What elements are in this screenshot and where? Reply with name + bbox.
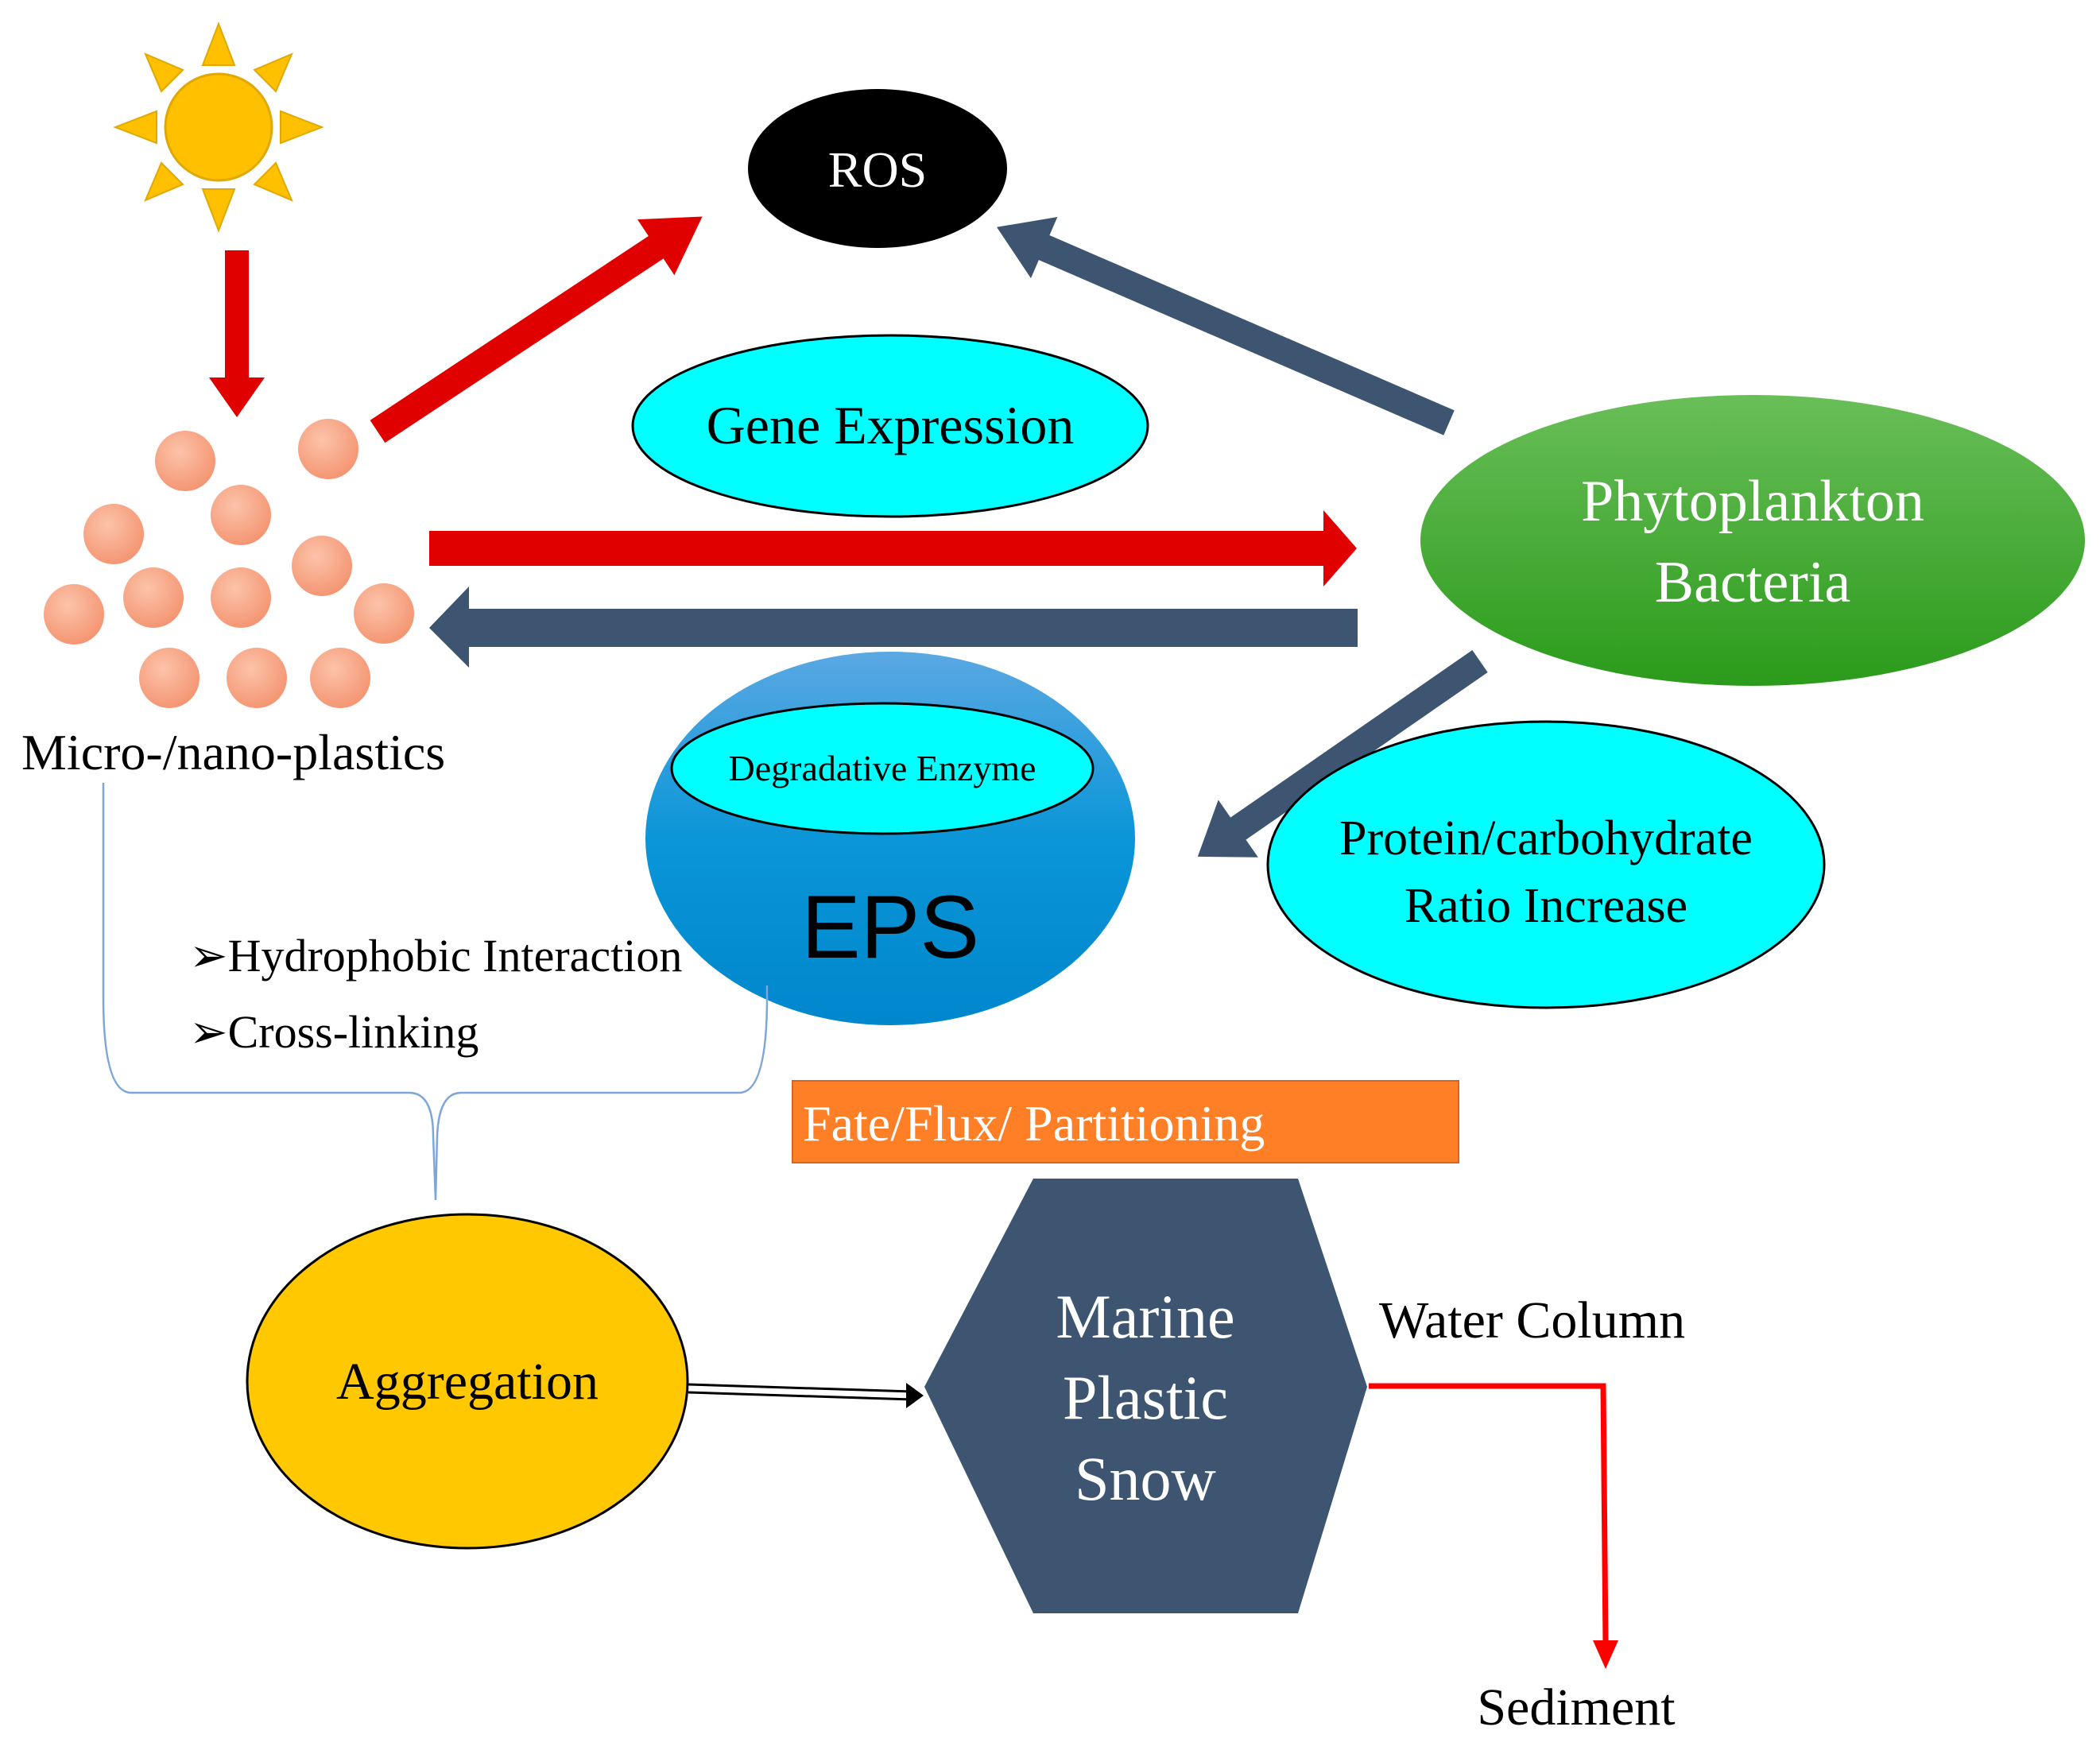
plastic-particle [44, 584, 104, 645]
plastic-particle [211, 567, 271, 628]
protein-ratio-label-line2: Ratio Increase [1405, 879, 1687, 933]
eps-label: EPS [801, 877, 979, 977]
plastic-particles [44, 419, 414, 708]
sediment-label: Sediment [1477, 1678, 1675, 1736]
plastic-particle [155, 431, 215, 491]
plastic-particle [354, 583, 414, 644]
phytoplankton-label: Phytoplankton [1581, 469, 1924, 534]
snow-label-line2: Plastic [1063, 1363, 1228, 1432]
gene-expression-label: Gene Expression [707, 395, 1075, 455]
organisms-to-eps-arrow [1197, 650, 1488, 858]
water-column-label: Water Column [1379, 1291, 1685, 1349]
snow-label-line1: Marine [1056, 1282, 1234, 1351]
plastics-label: Micro-/nano-plastics [21, 724, 445, 780]
aggregation-to-snow-arrow [688, 1383, 924, 1408]
ros-node [748, 89, 1007, 248]
mechanism-hydrophobic: ➢Hydrophobic Interaction [189, 930, 682, 981]
mechanism-cross-linking: ➢Cross-linking [189, 1006, 479, 1058]
degradative-enzyme-node [670, 702, 1095, 835]
sun-to-plastics-arrow [209, 250, 265, 417]
protein-ratio-node [1266, 720, 1826, 1009]
aggregation-label: Aggregation [336, 1353, 599, 1411]
aggregation-node [246, 1213, 689, 1550]
plastic-particle [123, 567, 184, 628]
organisms-to-ros-arrow [996, 217, 1455, 436]
organisms-node [1420, 395, 2085, 686]
degradative-enzyme-label: Degradative Enzyme [729, 748, 1036, 788]
ros-label: ROS [828, 141, 928, 198]
plastic-particle [211, 485, 271, 545]
plastic-particle [310, 648, 370, 708]
fate-flux-label: Fate/Flux/ Partitioning [803, 1095, 1265, 1152]
aggregation-brace [102, 783, 769, 1201]
marine-plastic-snow-node [924, 1179, 1367, 1613]
protein-ratio-label-line1: Protein/carbohydrate [1339, 811, 1753, 865]
plastic-particle [292, 536, 352, 596]
plastic-particle [139, 648, 200, 708]
snow-label-line3: Snow [1075, 1444, 1216, 1513]
gene-expression-node [631, 334, 1149, 518]
plastic-particle [83, 504, 144, 564]
plastic-particle [227, 648, 287, 708]
plastics-to-organisms-arrow [429, 510, 1357, 587]
fate-flux-box [792, 1080, 1459, 1163]
plastics-to-ros-arrow [370, 216, 703, 443]
bacteria-label: Bacteria [1655, 550, 1851, 615]
organisms-to-plastics-arrow [429, 587, 1358, 668]
sinking-arrow [1369, 1383, 1618, 1669]
plastic-particle [298, 419, 358, 479]
sun-icon [113, 21, 324, 233]
